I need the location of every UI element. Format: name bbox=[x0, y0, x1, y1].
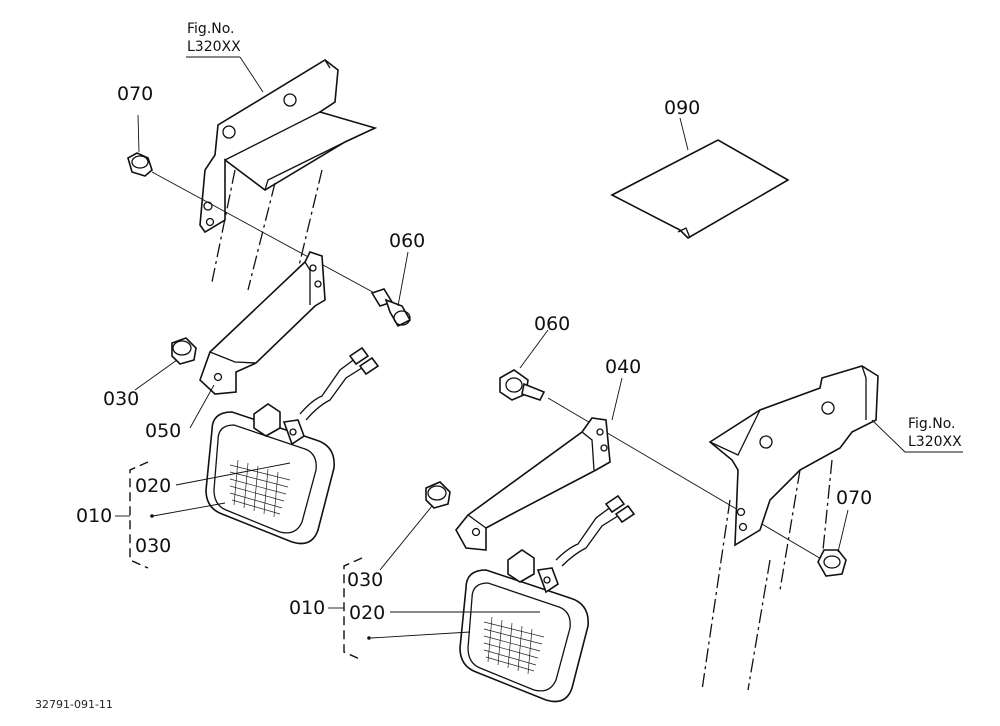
label-090: 090 bbox=[664, 97, 700, 119]
bolt-060-left: 060 bbox=[370, 230, 425, 328]
label-040: 040 bbox=[605, 356, 641, 378]
fig-ref-right: Fig.No. L320XX bbox=[871, 416, 963, 453]
nut-070-right: 070 bbox=[817, 487, 872, 577]
lens-grid-left bbox=[229, 459, 291, 518]
footer-code: 32791-091-11 bbox=[35, 698, 113, 711]
label-050: 050 bbox=[145, 420, 181, 442]
bracket-050: 050 bbox=[145, 251, 326, 442]
lens-grid-right bbox=[483, 616, 545, 675]
label-030-left: 030 bbox=[103, 388, 139, 410]
label-060-right: 060 bbox=[534, 313, 570, 335]
bolt-axis-left bbox=[151, 171, 381, 297]
fig-ref-right-line2: L320XX bbox=[908, 434, 962, 450]
fig-ref-left-line1: Fig.No. bbox=[187, 21, 235, 37]
fig-ref-left: Fig.No. L320XX bbox=[186, 21, 264, 93]
work-lamp-right bbox=[459, 494, 636, 703]
bolt-060-right: 060 bbox=[499, 313, 570, 401]
label-010-right: 010 bbox=[289, 597, 325, 619]
label-060-left: 060 bbox=[389, 230, 425, 252]
nut-070-top: 070 bbox=[117, 83, 153, 177]
right-frame-dash-lines bbox=[701, 459, 833, 691]
label-070-right: 070 bbox=[836, 487, 872, 509]
label-010-left: 010 bbox=[76, 505, 112, 527]
work-lamp-left bbox=[205, 346, 380, 545]
label-070-top: 070 bbox=[117, 83, 153, 105]
group-010-left: 010 020 030 bbox=[76, 461, 291, 569]
left-frame-plate bbox=[199, 59, 378, 234]
right-frame-plate bbox=[708, 365, 879, 547]
fig-ref-right-line1: Fig.No. bbox=[908, 416, 956, 432]
label-030-left-group: 030 bbox=[135, 535, 171, 557]
label-020-left: 020 bbox=[135, 475, 171, 497]
collar-030-right: 030 bbox=[347, 481, 451, 591]
group-010-right: 010 020 bbox=[289, 557, 540, 661]
fig-ref-left-line2: L320XX bbox=[187, 39, 241, 55]
decal-090: 090 bbox=[610, 97, 790, 240]
bracket-040: 040 bbox=[455, 356, 641, 551]
label-030-right: 030 bbox=[347, 569, 383, 591]
collar-030-left: 030 bbox=[103, 337, 197, 410]
label-020-right: 020 bbox=[349, 602, 385, 624]
